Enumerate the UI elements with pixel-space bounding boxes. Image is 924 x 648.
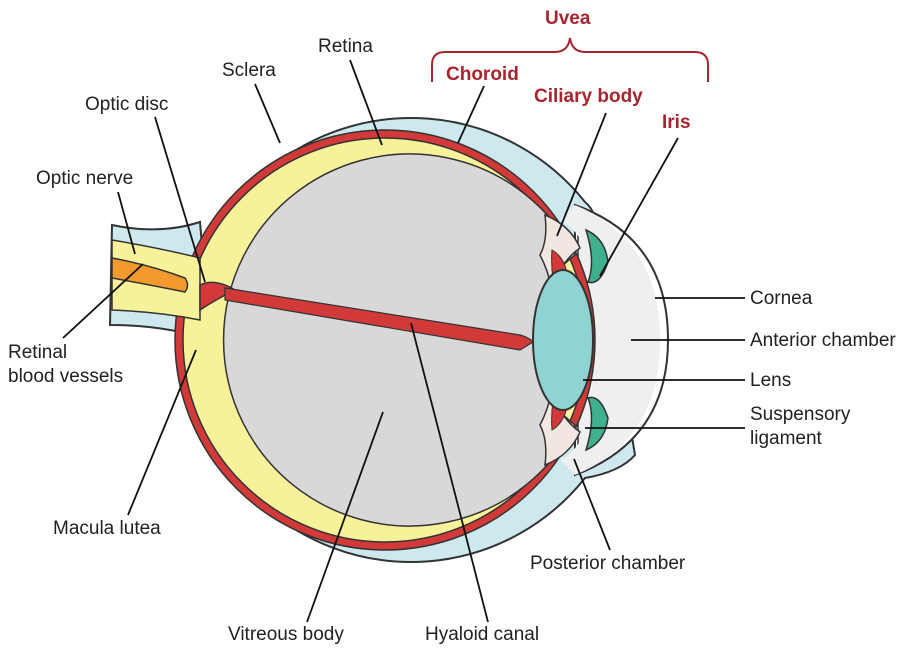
label-retinal: Retinal [8, 342, 67, 364]
label-sclera: Sclera [222, 60, 276, 82]
label-optic-nerve: Optic nerve [36, 168, 133, 190]
label-optic-disc: Optic disc [85, 94, 168, 116]
label-iris: Iris [662, 112, 691, 134]
label-anterior-chamber: Anterior chamber [750, 330, 896, 352]
label-blood-vessels: blood vessels [8, 366, 123, 388]
label-cornea: Cornea [750, 288, 812, 310]
lens [533, 270, 593, 410]
label-hyaloid-canal: Hyaloid canal [425, 624, 539, 646]
label-retina: Retina [318, 36, 373, 58]
label-posterior-chamber: Posterior chamber [530, 553, 685, 575]
label-lens: Lens [750, 370, 791, 392]
label-macula-lutea: Macula lutea [53, 518, 161, 540]
label-ciliary-body: Ciliary body [534, 86, 643, 108]
label-ligament: ligament [750, 428, 822, 450]
label-vitreous-body: Vitreous body [228, 624, 344, 646]
label-uvea: Uvea [545, 8, 590, 30]
label-choroid: Choroid [446, 64, 519, 86]
label-suspensory: Suspensory [750, 404, 850, 426]
